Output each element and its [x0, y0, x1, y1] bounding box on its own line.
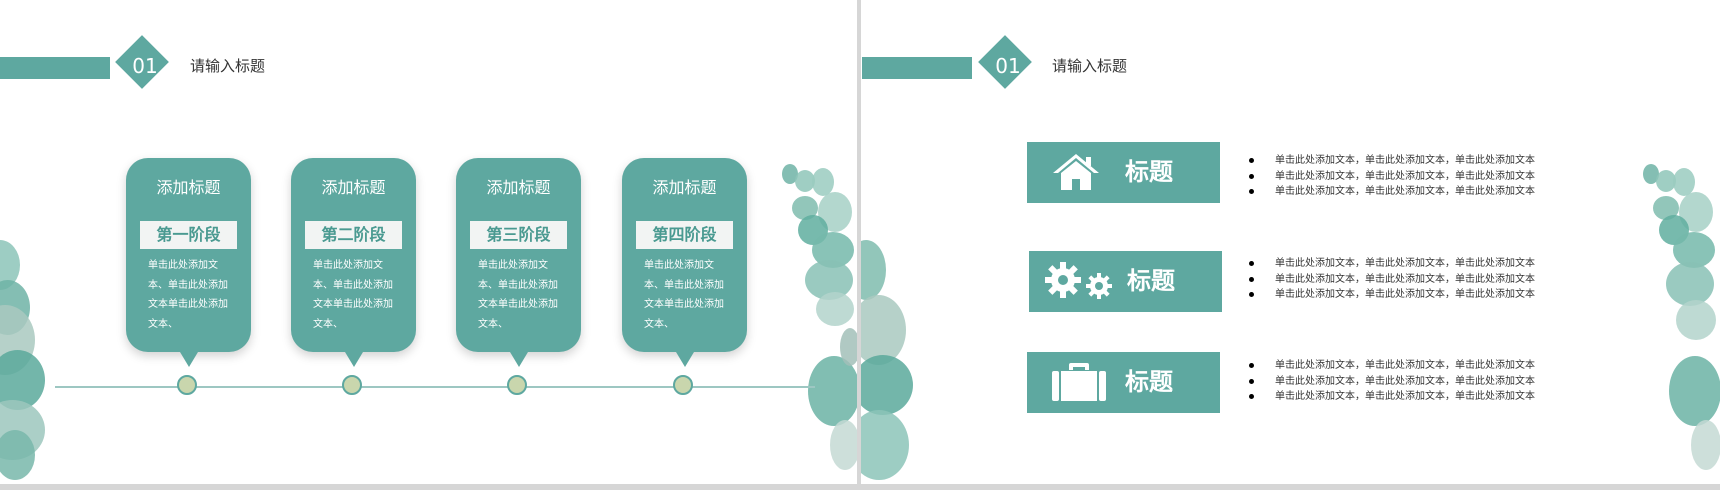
bullet-item: 单击此处添加文本，单击此处添加文本，单击此处添加文本: [1249, 389, 1535, 405]
stage-label: 第三阶段: [470, 221, 567, 249]
row-title-box-2[interactable]: 标题: [1029, 251, 1222, 312]
row-title-box-1[interactable]: 标题: [1027, 142, 1220, 203]
bullet-list-1[interactable]: 单击此处添加文本，单击此处添加文本，单击此处添加文本 单击此处添加文本，单击此处…: [1249, 153, 1535, 200]
bullet-item: 单击此处添加文本，单击此处添加文本，单击此处添加文本: [1249, 374, 1535, 390]
bullet-item: 单击此处添加文本，单击此处添加文本，单击此处添加文本: [1249, 358, 1535, 374]
header-bar: [862, 57, 972, 79]
bullet-item: 单击此处添加文本，单击此处添加文本，单击此处添加文本: [1249, 169, 1535, 185]
stage-title: 添加标题: [156, 178, 221, 197]
stage-title: 添加标题: [321, 178, 386, 197]
stage-label: 第二阶段: [305, 221, 402, 249]
stage-label: 第一阶段: [140, 221, 237, 249]
bullet-list-2[interactable]: 单击此处添加文本，单击此处添加文本，单击此处添加文本 单击此处添加文本，单击此处…: [1249, 256, 1535, 303]
row-title-box-3[interactable]: 标题: [1027, 352, 1220, 413]
bullet-item: 单击此处添加文本，单击此处添加文本，单击此处添加文本: [1249, 272, 1535, 288]
slide-list[interactable]: 01 请输入标题 标题 单击此处添加文本，单击此处添加文本，单击此处添加文本 单…: [861, 0, 1720, 484]
bullet-item: 单击此处添加文本，单击此处添加文本，单击此处添加文本: [1249, 287, 1535, 303]
section-title[interactable]: 请输入标题: [190, 57, 266, 75]
bullet-item: 单击此处添加文本，单击此处添加文本，单击此处添加文本: [1249, 256, 1535, 272]
stage-card-1[interactable]: 添加标题 第一阶段 单击此处添加文本、单击此处添加文本单击此处添加文本、: [126, 158, 251, 367]
stage-title: 添加标题: [652, 178, 717, 197]
timeline-dot: [342, 375, 362, 395]
row-title: 标题: [1125, 158, 1173, 186]
stage-text: 单击此处添加文本、单击此处添加文本单击此处添加文本、: [478, 260, 558, 330]
stage-card-2[interactable]: 添加标题 第二阶段 单击此处添加文本、单击此处添加文本单击此处添加文本、: [291, 158, 416, 367]
stage-label: 第四阶段: [636, 221, 733, 249]
gears-icon: [1045, 262, 1112, 299]
stage-text: 单击此处添加文本、单击此处添加文本单击此处添加文本、: [313, 260, 393, 330]
timeline-dot: [673, 375, 693, 395]
stage-text: 单击此处添加文本、单击此处添加文本单击此处添加文本、: [148, 260, 228, 330]
stage-title: 添加标题: [486, 178, 551, 197]
home-icon: [1053, 154, 1099, 190]
timeline-line: [55, 386, 815, 388]
row-title: 标题: [1125, 368, 1173, 396]
header-bar: [0, 57, 110, 79]
slide-timeline[interactable]: 01 请输入标题 添加标题 第一阶段 单击此处添加文本、单击此处添加文本单击此处…: [0, 0, 857, 484]
section-number: 01: [995, 54, 1021, 78]
section-title[interactable]: 请输入标题: [1052, 57, 1128, 75]
timeline-dot: [507, 375, 527, 395]
stage-text: 单击此处添加文本、单击此处添加文本单击此处添加文本、: [644, 260, 724, 330]
section-number: 01: [132, 54, 158, 78]
stage-card-4[interactable]: 添加标题 第四阶段 单击此处添加文本、单击此处添加文本单击此处添加文本、: [622, 158, 747, 367]
briefcase-icon: [1052, 363, 1106, 401]
row-title: 标题: [1127, 267, 1175, 295]
stage-card-3[interactable]: 添加标题 第三阶段 单击此处添加文本、单击此处添加文本单击此处添加文本、: [456, 158, 581, 367]
timeline-dot: [177, 375, 197, 395]
bullet-item: 单击此处添加文本，单击此处添加文本，单击此处添加文本: [1249, 153, 1535, 169]
bullet-list-3[interactable]: 单击此处添加文本，单击此处添加文本，单击此处添加文本 单击此处添加文本，单击此处…: [1249, 358, 1535, 405]
bullet-item: 单击此处添加文本，单击此处添加文本，单击此处添加文本: [1249, 184, 1535, 200]
